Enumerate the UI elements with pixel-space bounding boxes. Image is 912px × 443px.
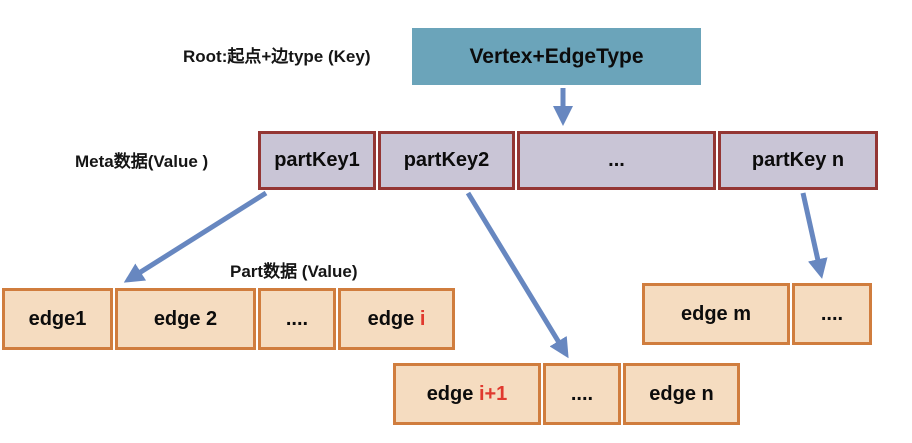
part-row-3: edge m .... [642,283,872,345]
edge-cell: edge 2 [115,288,256,350]
meta-cell-partkey2: partKey2 [378,131,515,190]
edge-cell: edge1 [2,288,113,350]
edge-cell: edge n [623,363,740,425]
meta-cell-ellipsis: ... [517,131,716,190]
meta-cell-partkey1: partKey1 [258,131,376,190]
edge-cell: edge m [642,283,790,345]
edge-cell: edge i [338,288,455,350]
edge-cell: edge i+1 [393,363,541,425]
meta-value-label: Meta数据(Value ) [75,152,209,171]
edge-cell-ellipsis: .... [792,283,872,345]
meta-cell-partkeyn: partKey n [718,131,878,190]
arrow-partkeyn-to-part-row-3 [800,192,828,279]
meta-row: partKey1 partKey2 ... partKey n [258,131,878,190]
root-vertex-edgetype-box: Vertex+EdgeType [412,28,701,85]
part-row-1: edge1 edge 2 .... edge i [2,288,455,350]
part-row-2: edge i+1 .... edge n [393,363,740,425]
arrow-partkey2-to-part-row-2 [465,191,569,359]
part-value-label: Part数据 (Value) [230,262,358,281]
root-key-label: Root:起点+边type (Key) [183,47,371,66]
edge-cell-ellipsis: .... [543,363,621,425]
edge-cell-ellipsis: .... [258,288,336,350]
